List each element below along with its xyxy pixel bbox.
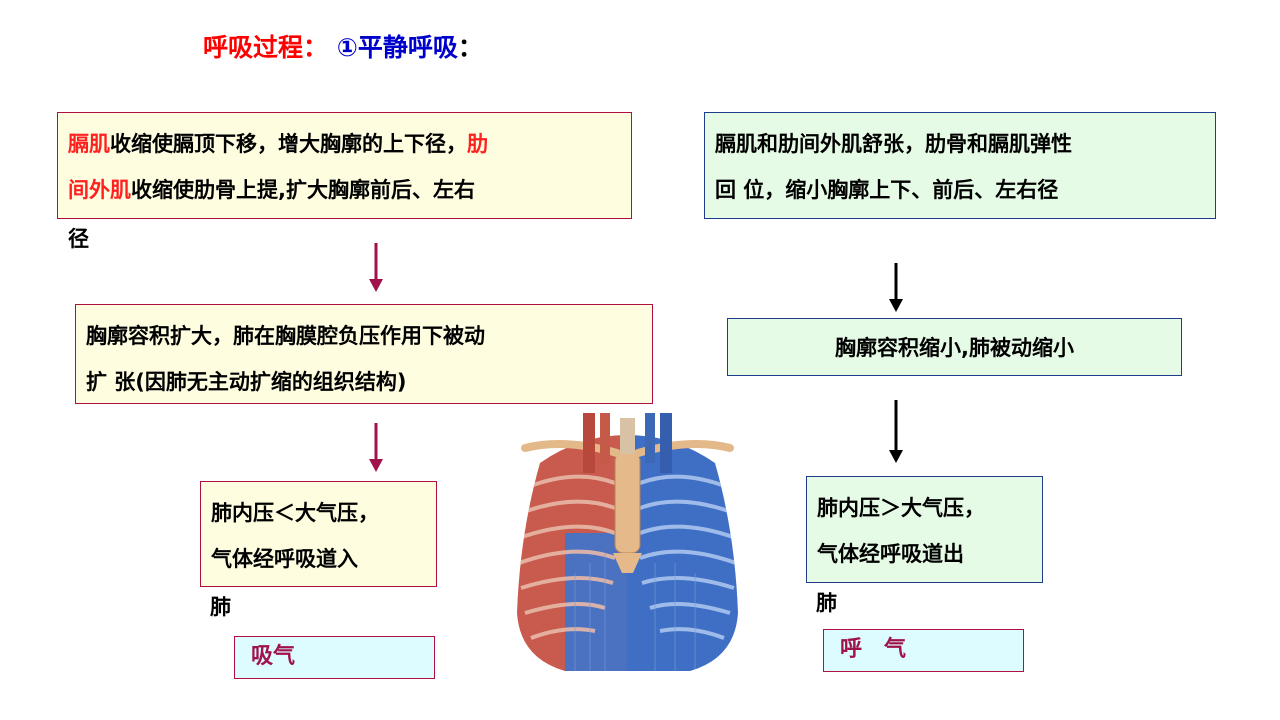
right-box1-line2: 回 位，缩小胸廓上下、前后、左右径 [715, 178, 1059, 202]
exhale-label: 呼 气 [823, 629, 1024, 672]
right-box-3: 肺内压＞大气压， 气体经呼吸道出 [806, 476, 1043, 583]
right-box-1: 膈肌和肋间外肌舒张，肋骨和膈肌弹性 回 位，缩小胸廓上下、前后、左右径 [704, 112, 1216, 219]
left-box1-overflow: 径 [68, 227, 89, 251]
left-arrow-1 [369, 243, 383, 292]
left-box1-t2: 收缩使肋骨上提,扩大胸廓前后、左右 [131, 178, 475, 202]
left-box1-hl3: 间外肌 [68, 178, 131, 202]
left-box-1: 膈肌收缩使膈顶下移，增大胸廓的上下径，肋间外肌收缩使肋骨上提,扩大胸廓前后、左右 [57, 112, 632, 219]
right-arrow-2 [889, 400, 903, 463]
page-title: 呼吸过程： ①平静呼吸： [203, 28, 483, 68]
right-arrow-1 [889, 263, 903, 312]
left-box1-t1: 收缩使膈顶下移，增大胸廓的上下径， [110, 132, 467, 156]
right-box-2: 胸廓容积缩小,肺被动缩小 [727, 318, 1182, 376]
left-box2-line2: 扩 张(因肺无主动扩缩的组织结构) [86, 370, 407, 394]
left-box1-hl2: 肋 [467, 132, 488, 156]
title-part2: ①平静呼吸 [336, 33, 458, 62]
title-part3: ： [457, 33, 483, 62]
left-box3-line2: 气体经呼吸道入 [211, 547, 358, 571]
right-box2-line1: 胸廓容积缩小,肺被动缩小 [835, 336, 1074, 360]
right-box3-overflow: 肺 [816, 591, 837, 615]
left-box-2: 胸廓容积扩大，肺在胸膜腔负压作用下被动 扩 张(因肺无主动扩缩的组织结构) [75, 304, 653, 404]
left-box1-hl1: 膈肌 [68, 132, 110, 156]
right-box3-line2: 气体经呼吸道出 [817, 542, 964, 566]
title-part1: 呼吸过程： [203, 33, 329, 62]
thorax-ribcage-illustration [517, 413, 738, 671]
left-box2-line1: 胸廓容积扩大，肺在胸膜腔负压作用下被动 [86, 324, 485, 348]
left-arrow-2 [369, 423, 383, 472]
left-box-3: 肺内压＜大气压， 气体经呼吸道入 [200, 481, 437, 587]
left-box3-line1: 肺内压＜大气压， [211, 501, 379, 525]
right-box3-line1: 肺内压＞大气压， [817, 496, 985, 520]
right-box1-line1: 膈肌和肋间外肌舒张，肋骨和膈肌弹性 [715, 132, 1072, 156]
inhale-label: 吸气 [234, 636, 435, 679]
left-box3-overflow: 肺 [210, 595, 231, 619]
